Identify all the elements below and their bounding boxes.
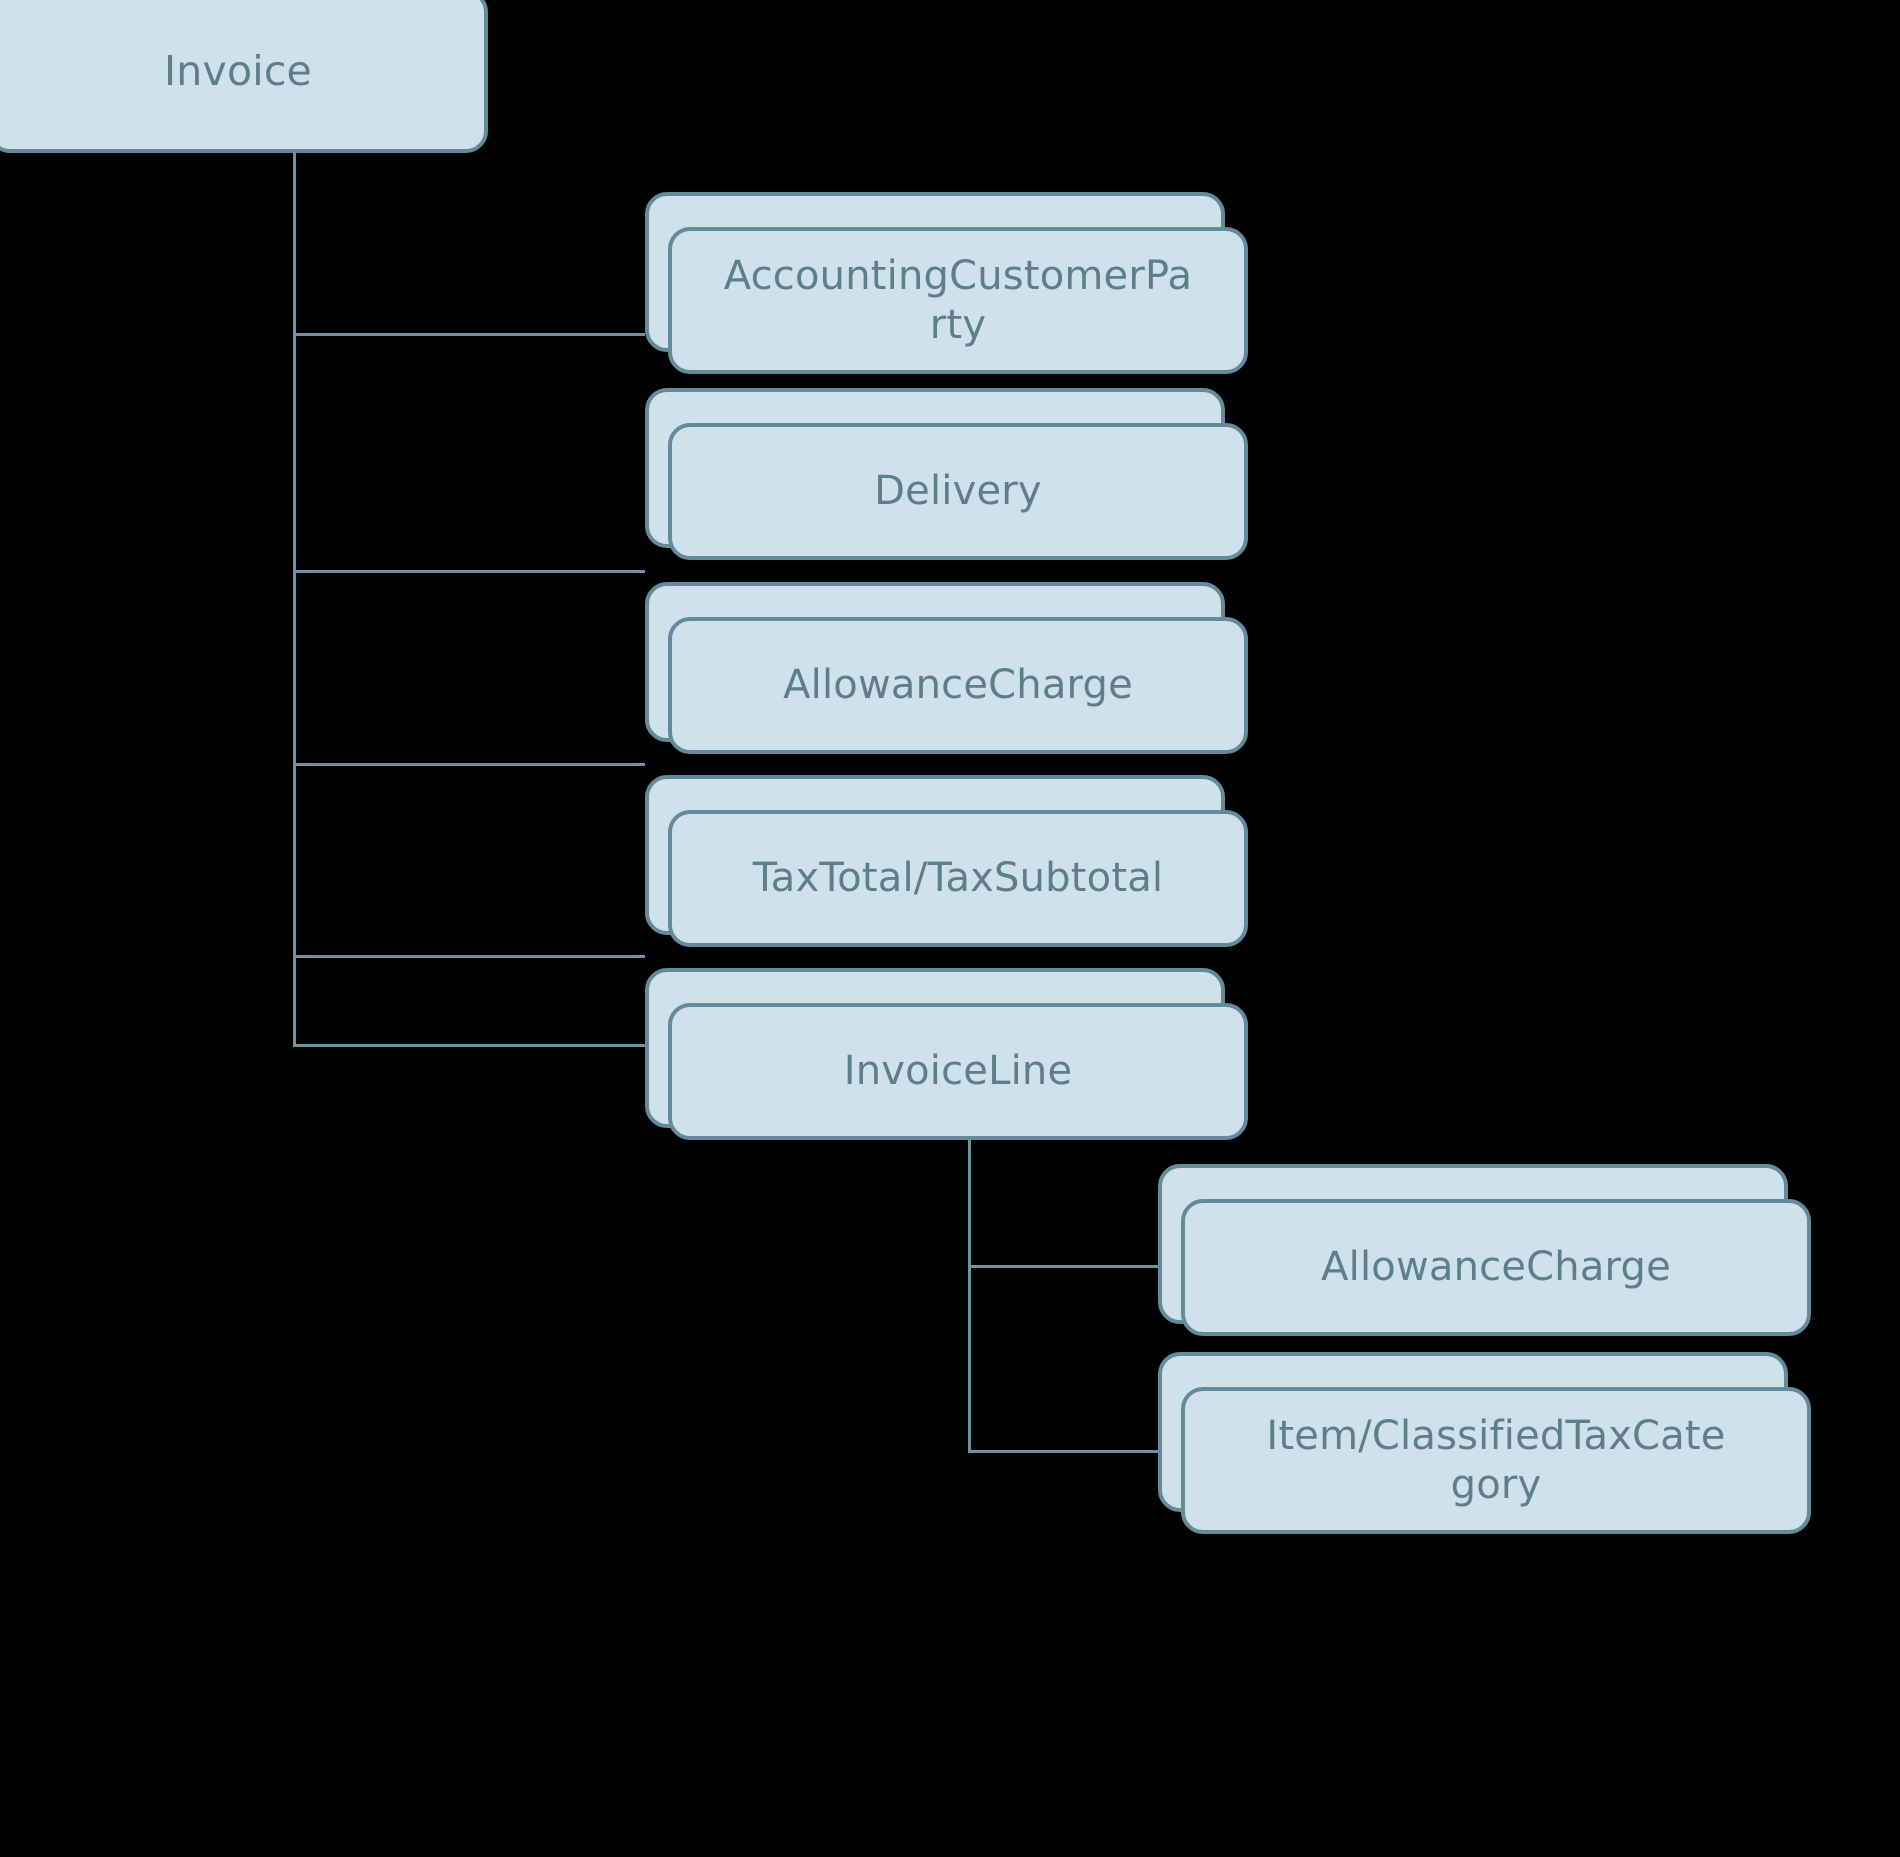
connector-invoice-trunk <box>293 151 296 1046</box>
node-accounting-customer-party-label: AccountingCustomerPa rty <box>723 252 1193 348</box>
node-tax-total-tax-subtotal-label: TaxTotal/TaxSubtotal <box>752 855 1164 902</box>
node-item-classified-tax-category-label: Item/ClassifiedTaxCate gory <box>1266 1412 1726 1508</box>
node-line-allowance-charge-label: AllowanceCharge <box>1321 1244 1671 1291</box>
node-delivery-label: Delivery <box>874 468 1042 515</box>
connector-invoice-to-tax-total <box>293 955 645 958</box>
node-allowance-charge-label: AllowanceCharge <box>783 662 1133 709</box>
connector-invoice-to-accounting-customer-party <box>293 333 645 336</box>
connector-invoice-line-to-item-classified-tax-category <box>968 1450 1158 1453</box>
node-invoice-label: Invoice <box>164 47 312 96</box>
connector-invoice-line-to-allowance-charge <box>968 1265 1158 1268</box>
connector-invoice-to-allowance-charge <box>293 763 645 766</box>
connector-invoice-to-delivery <box>293 570 645 573</box>
connector-invoice-line-trunk <box>968 1140 971 1452</box>
node-invoice-line-label: InvoiceLine <box>843 1048 1073 1095</box>
connector-invoice-to-invoice-line <box>293 1044 645 1047</box>
